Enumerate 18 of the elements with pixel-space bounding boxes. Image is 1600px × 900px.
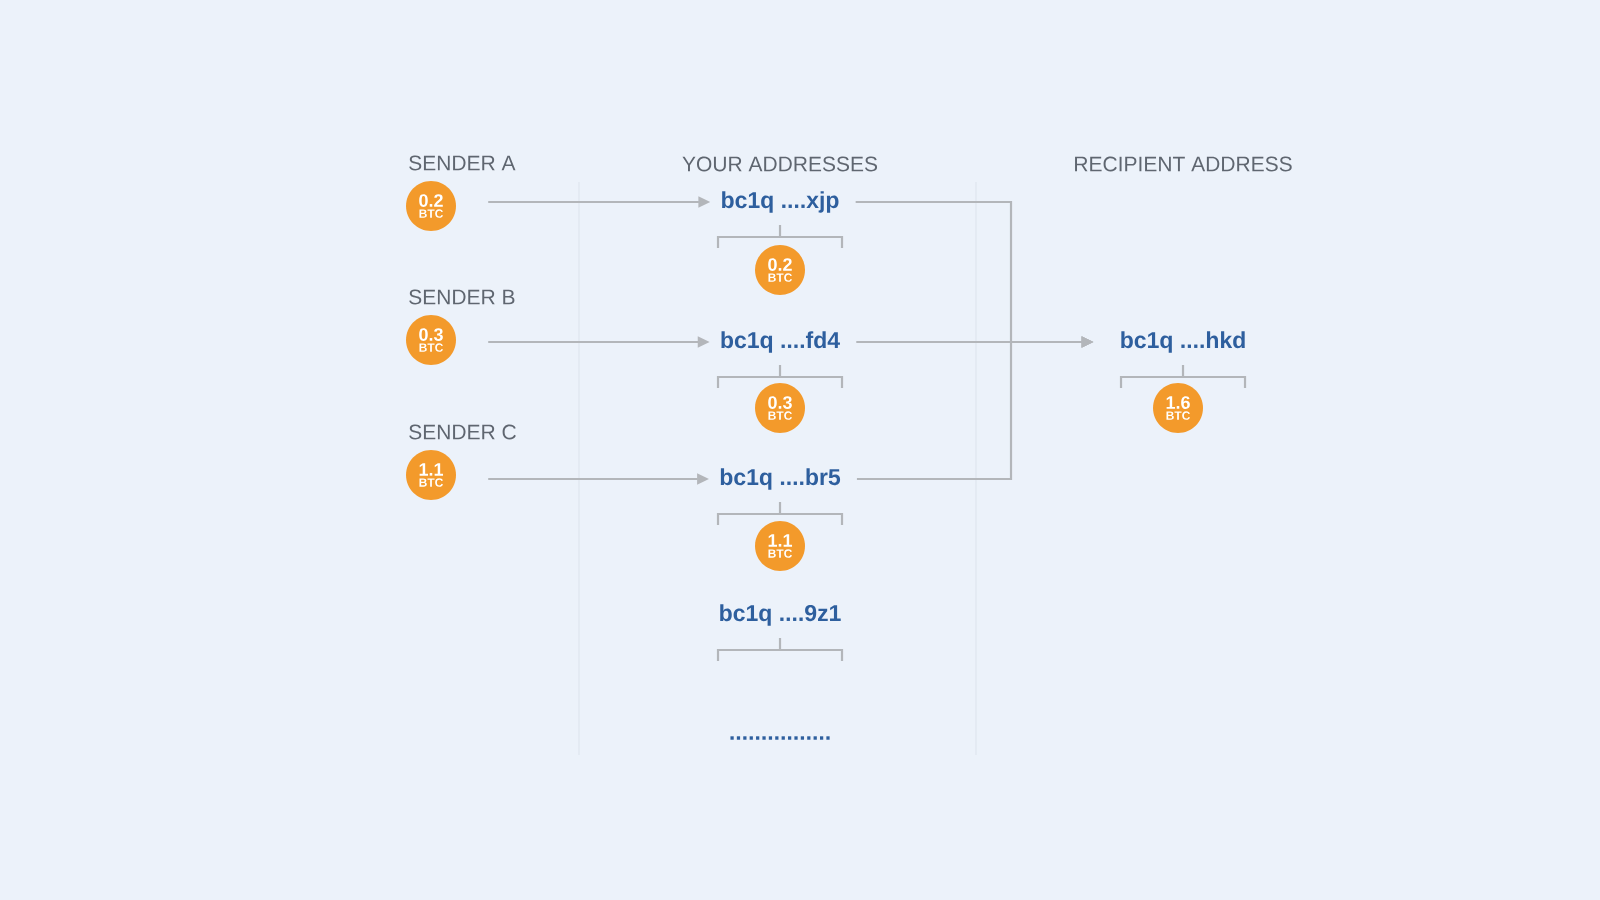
coin: 1.1 BTC <box>755 521 805 571</box>
address: bc1q ....hkd <box>1121 331 1245 353</box>
coin: 0.3 BTC <box>406 315 456 365</box>
coin: 1.6 BTC <box>1153 383 1203 433</box>
sender-label: SENDER A <box>409 155 516 171</box>
address: bc1q ....fd4 <box>721 331 840 353</box>
sender-label: SENDER B <box>409 289 515 305</box>
sender-label: SENDER C <box>409 424 516 440</box>
address: bc1q ....xjp <box>722 191 839 213</box>
address: bc1q ....9z1 <box>720 604 841 626</box>
ellipsis: ................ <box>730 736 830 740</box>
column-heading: YOUR ADDRESSES <box>682 156 878 172</box>
address: bc1q ....br5 <box>720 468 841 490</box>
coin: 1.1 BTC <box>406 450 456 500</box>
coin: 0.3 BTC <box>755 383 805 433</box>
column-heading: RECIPIENT ADDRESS <box>1075 156 1292 172</box>
coin: 0.2 BTC <box>406 181 456 231</box>
coin: 0.2 BTC <box>755 245 805 295</box>
